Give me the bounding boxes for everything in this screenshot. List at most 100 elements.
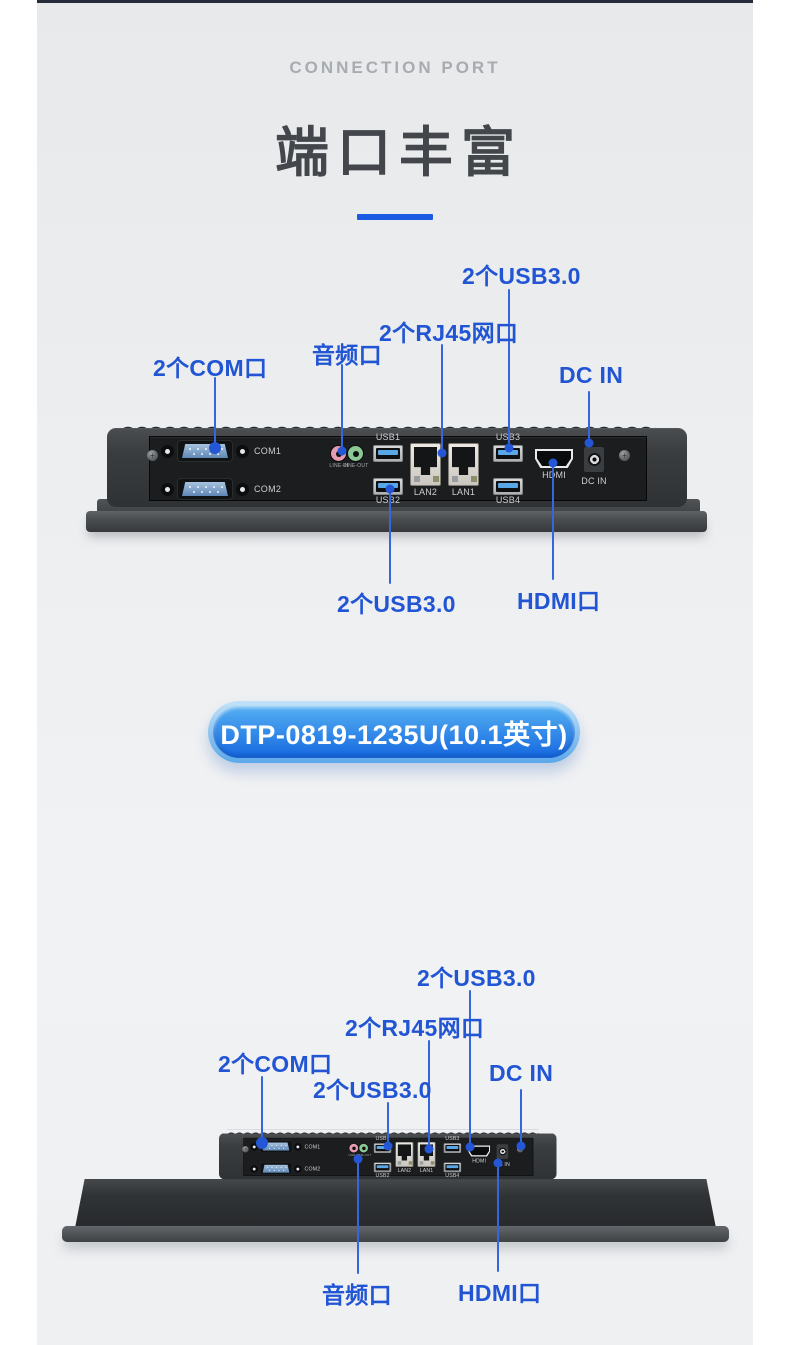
hex-nut-icon [250, 1164, 258, 1173]
leader-dot [256, 1137, 268, 1149]
port-label: LINE-OUT [343, 463, 369, 469]
port-label: LAN2 [413, 487, 438, 497]
port-label: COM2 [304, 1165, 321, 1172]
usb2-port [373, 1162, 392, 1173]
leader-dot [353, 1154, 363, 1164]
port-label: LINE-IN [329, 463, 349, 469]
device2-panel-back [75, 1179, 716, 1228]
leader-line [552, 464, 554, 580]
port-label: COM2 [254, 484, 282, 494]
leader-line [588, 391, 590, 439]
port-label: USB3 [493, 433, 523, 442]
hex-nut-icon [161, 444, 174, 458]
leader-dot [385, 484, 395, 494]
usb4-port [493, 478, 523, 495]
hex-nut-icon [236, 444, 249, 458]
port-label: USB4 [495, 495, 521, 505]
port-label: HDMI [535, 471, 573, 480]
callout-device2-dc-in: DC IN [489, 1060, 554, 1086]
leader-line [261, 1076, 263, 1140]
lan2-port [410, 443, 441, 486]
leader-dot [424, 1144, 434, 1154]
port-label: USB2 [375, 495, 401, 505]
callout-device1-rj45: 2个RJ45网口 [379, 320, 519, 346]
port-label: LAN2 [397, 1167, 412, 1174]
device1-module: + + COM1 COM2 LINE-IN LINE-OUT USB1 USB2… [107, 419, 687, 515]
port-label: USB2 [375, 1172, 390, 1179]
usb1-port [373, 445, 403, 462]
port-label: USB1 [375, 1135, 390, 1142]
hex-nut-icon [294, 1142, 302, 1151]
usb4-port [443, 1162, 462, 1173]
hex-nut-icon [161, 482, 174, 496]
com2-port: COM2 [161, 478, 281, 500]
section-eyebrow: CONNECTION PORT [289, 58, 501, 77]
callout-device2-hdmi: HDMI口 [458, 1280, 542, 1306]
leader-line [214, 377, 216, 444]
port-label: USB3 [445, 1135, 460, 1142]
leader-dot [383, 1141, 393, 1151]
leader-dot [437, 448, 447, 458]
lan2-port [395, 1141, 414, 1167]
leader-line [441, 344, 443, 450]
screw-icon: + [242, 1146, 249, 1153]
previous-section-edge [37, 0, 753, 3]
com2-port: COM2 [250, 1162, 321, 1176]
callout-device2-com: 2个COM口 [218, 1051, 333, 1077]
leader-line [387, 1102, 389, 1144]
screw-icon: + [619, 450, 630, 461]
leader-line [497, 1163, 499, 1272]
port-label: LINE-OUT [356, 1153, 372, 1158]
callout-device2-audio: 音频口 [322, 1282, 392, 1308]
port-label: COM1 [254, 446, 282, 456]
port-label: DC IN [581, 476, 607, 486]
leader-dot [548, 458, 558, 468]
port-label: HDMI [472, 1157, 487, 1164]
model-badge-label: DTP-0819-1235U(10.1英寸) [213, 706, 575, 758]
callout-device1-com: 2个COM口 [153, 355, 268, 381]
dc-in-jack [496, 1143, 509, 1160]
db9-connector [259, 1162, 293, 1176]
line-out-jack [359, 1143, 368, 1153]
leader-dot [493, 1158, 503, 1168]
leader-line [469, 990, 471, 1144]
hdmi-port [468, 1145, 491, 1157]
callout-device2-usb-top: 2个USB3.0 [417, 965, 536, 991]
leader-line [508, 289, 510, 444]
leader-line [357, 1159, 359, 1274]
port-label: COM1 [304, 1143, 321, 1150]
section-title: 端口丰富 [275, 123, 523, 183]
screw-icon: + [147, 450, 158, 461]
port-label: DC IN [495, 1161, 510, 1167]
leader-dot [209, 442, 221, 454]
callout-device1-usb-top: 2个USB3.0 [462, 263, 581, 289]
device1-stand-base [86, 511, 707, 532]
port-label: LAN1 [419, 1167, 434, 1174]
model-badge[interactable]: DTP-0819-1235U(10.1英寸) [208, 701, 580, 763]
leader-line [341, 364, 343, 448]
leader-dot [337, 446, 347, 456]
callout-device2-usb-mid: 2个USB3.0 [313, 1077, 432, 1103]
port-label: USB4 [445, 1172, 460, 1179]
line-out-jack [348, 446, 363, 461]
leader-dot [504, 443, 514, 453]
leader-line [428, 1040, 430, 1146]
title-underline [357, 214, 433, 220]
heatsink-fins [227, 1129, 539, 1137]
db9-connector [177, 478, 233, 500]
hex-nut-icon [236, 482, 249, 496]
usb3-port [443, 1143, 462, 1154]
port-label: LAN1 [451, 487, 476, 497]
com1-port: COM1 [161, 440, 281, 462]
line-in-jack [349, 1143, 359, 1153]
db9-connector [177, 440, 233, 462]
callout-device2-rj45: 2个RJ45网口 [345, 1015, 485, 1041]
callout-device1-usb-bottom: 2个USB3.0 [337, 591, 456, 617]
leader-line [389, 489, 391, 584]
port-label: USB1 [375, 432, 401, 442]
dc-in-jack [583, 446, 605, 473]
leader-dot [584, 438, 594, 448]
leader-dot [516, 1141, 526, 1151]
section-background [37, 0, 753, 1345]
